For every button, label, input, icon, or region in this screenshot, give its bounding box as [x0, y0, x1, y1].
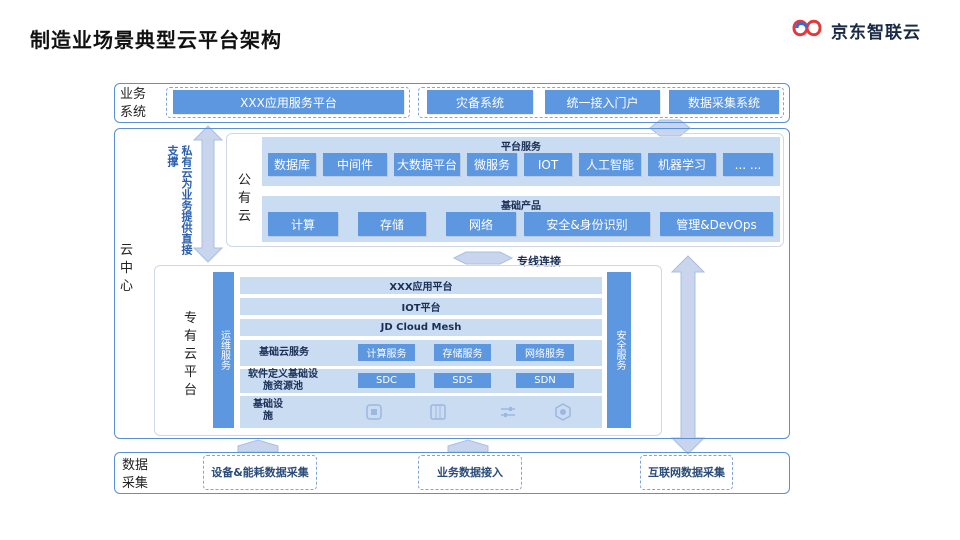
- management-devops-button[interactable]: 管理&DevOps: [660, 212, 773, 236]
- cloud-center-frame: [114, 128, 790, 439]
- business-systems-frame: [114, 83, 790, 123]
- public-cloud-label: 公有云: [238, 173, 252, 224]
- business-group-right: [418, 87, 784, 118]
- security-identity-button[interactable]: 安全&身份识别: [524, 212, 650, 236]
- basic-cloud-service-label: 基础云服务: [259, 347, 309, 358]
- database-button[interactable]: 数据库: [268, 153, 316, 176]
- private-cloud-support-note: 私有云为业务提供直接支撑: [166, 145, 193, 255]
- cloud-center-label: 云中心: [120, 243, 134, 294]
- infrastructure-label: 基础设施: [253, 399, 283, 422]
- storage-button[interactable]: 存储: [358, 212, 426, 236]
- disaster-recovery-button[interactable]: 灾备系统: [427, 90, 533, 114]
- unified-portal-button[interactable]: 统一接入门户: [545, 90, 660, 114]
- sdn-button[interactable]: SDN: [516, 373, 574, 388]
- internet-data-collection-button[interactable]: 互联网数据采集: [640, 455, 733, 490]
- double-arrow-right: [670, 255, 706, 455]
- business-data-access-button[interactable]: 业务数据接入: [418, 455, 522, 490]
- big-data-platform-button[interactable]: 大数据平台: [394, 153, 460, 176]
- public-cloud-frame: [226, 133, 784, 247]
- machine-learning-button[interactable]: 机器学习: [648, 153, 716, 176]
- brand-logo: 京东智联云: [788, 16, 921, 44]
- page-title: 制造业场景典型云平台架构: [30, 28, 282, 52]
- xxx-app-platform-row[interactable]: XXX应用平台: [240, 277, 602, 294]
- data-collection-label: 数据采集: [122, 458, 149, 491]
- iot-platform-row[interactable]: IOT平台: [240, 298, 602, 315]
- basic-products-title: 基础产品: [501, 200, 541, 212]
- ai-button[interactable]: 人工智能: [579, 153, 641, 176]
- network-service-button[interactable]: 网络服务: [516, 344, 574, 361]
- compute-button[interactable]: 计算: [268, 212, 338, 236]
- sds-button[interactable]: SDS: [434, 373, 491, 388]
- iot-button[interactable]: IOT: [524, 153, 572, 176]
- infrastructure-row: [240, 396, 602, 428]
- platform-services-title: 平台服务: [501, 141, 541, 153]
- sliders-icon: [498, 402, 518, 426]
- network-button[interactable]: 网络: [446, 212, 516, 236]
- sdn-resource-pool-label: 软件定义基础设施资源池: [248, 369, 318, 392]
- up-arrow-collect-1: [237, 439, 279, 453]
- microservice-button[interactable]: 微服务: [467, 153, 517, 176]
- data-collection-frame: [114, 452, 790, 494]
- double-arrow-left: [192, 125, 224, 263]
- business-group-left: [166, 87, 410, 118]
- more-services-button[interactable]: ... ...: [723, 153, 773, 176]
- data-collection-system-button[interactable]: 数据采集系统: [669, 90, 779, 114]
- server-icon: [428, 402, 448, 426]
- double-arrow-dedicated: [452, 251, 514, 265]
- up-arrow-collect-2: [447, 439, 489, 453]
- chip-icon: [364, 402, 384, 426]
- private-cloud-label: 专有云平台: [184, 311, 198, 398]
- ops-service-column[interactable]: 运维服务: [213, 272, 234, 428]
- cloud-node-icon: [553, 402, 573, 426]
- business-systems-label: 业务系统: [120, 87, 147, 120]
- middleware-button[interactable]: 中间件: [323, 153, 387, 176]
- sdc-button[interactable]: SDC: [358, 373, 415, 388]
- security-service-column[interactable]: 安全服务: [607, 272, 631, 428]
- dedicated-link-label: 专线连接: [517, 255, 561, 268]
- private-cloud-frame: [154, 265, 662, 436]
- device-energy-collection-button[interactable]: 设备&能耗数据采集: [203, 455, 317, 490]
- compute-service-button[interactable]: 计算服务: [358, 344, 415, 361]
- storage-service-button[interactable]: 存储服务: [434, 344, 491, 361]
- brand-name: 京东智联云: [831, 22, 921, 43]
- app-service-platform-button[interactable]: XXX应用服务平台: [173, 90, 404, 114]
- jd-cloud-logo-icon: [788, 15, 826, 45]
- jd-cloud-mesh-row[interactable]: JD Cloud Mesh: [240, 319, 602, 336]
